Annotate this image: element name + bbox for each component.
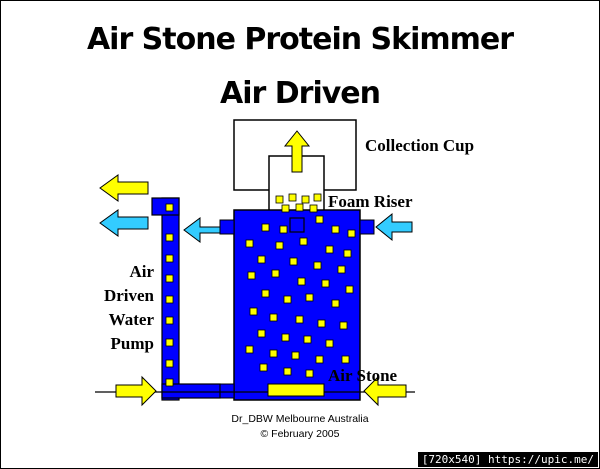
air-stone-label: Air Stone bbox=[328, 366, 398, 385]
bubble bbox=[321, 279, 330, 288]
title-line-1: Air Stone Protein Skimmer bbox=[86, 22, 514, 57]
bubble bbox=[331, 225, 340, 234]
foam-riser-label: Foam Riser bbox=[328, 192, 413, 211]
bubble bbox=[313, 261, 322, 270]
pump-bubbles bbox=[165, 203, 174, 387]
right-inlet-stub bbox=[359, 219, 375, 235]
bubble bbox=[345, 285, 354, 294]
bubble bbox=[305, 369, 314, 378]
bubble bbox=[283, 367, 292, 376]
bubble bbox=[305, 293, 314, 302]
bubble bbox=[339, 321, 348, 330]
bubble bbox=[249, 307, 258, 316]
air-stone-bar bbox=[267, 383, 325, 397]
bubble bbox=[245, 345, 254, 354]
bubble bbox=[283, 295, 292, 304]
collection-cup-label: Collection Cup bbox=[365, 136, 475, 155]
left-return-arrow bbox=[99, 209, 149, 237]
credit-line-2: © February 2005 bbox=[260, 428, 340, 440]
bubble bbox=[247, 271, 256, 280]
bubble bbox=[315, 215, 324, 224]
pump-label-line1: Air bbox=[129, 262, 154, 281]
top-left-out-arrow bbox=[99, 174, 149, 202]
bubble bbox=[269, 313, 278, 322]
body-bubbles bbox=[245, 215, 356, 378]
pump-label-line2: Driven bbox=[103, 286, 154, 305]
bubble bbox=[299, 237, 308, 246]
bubble bbox=[347, 229, 356, 238]
bubble bbox=[297, 277, 306, 286]
bubble bbox=[317, 319, 326, 328]
pump-label-line4: Pump bbox=[110, 334, 154, 353]
credit-line-1: Dr_DBW Melbourne Australia bbox=[231, 413, 369, 425]
bubble bbox=[303, 335, 312, 344]
riser-bubbles bbox=[275, 193, 322, 213]
pump-bottom-pipe bbox=[161, 383, 221, 399]
bubble bbox=[337, 265, 346, 274]
title-line-2: Air Driven bbox=[220, 76, 381, 111]
body-right-inflow-arrow bbox=[375, 212, 413, 242]
bubble bbox=[257, 329, 266, 338]
bubble bbox=[343, 249, 352, 258]
bubble bbox=[281, 333, 290, 342]
left-inlet-stub bbox=[219, 219, 235, 235]
foam-up-arrow bbox=[283, 130, 311, 173]
bubble bbox=[325, 245, 334, 254]
bubble bbox=[271, 269, 280, 278]
bottom-right-inflow-arrow bbox=[363, 375, 407, 407]
bottom-left-inflow-arrow bbox=[115, 375, 157, 407]
bubble bbox=[341, 355, 350, 364]
bubble bbox=[331, 299, 340, 308]
pump-top-elbow bbox=[151, 197, 180, 216]
bubble bbox=[257, 255, 266, 264]
bubble bbox=[291, 351, 300, 360]
bubble bbox=[289, 257, 298, 266]
pump-label-line3: Water bbox=[108, 310, 154, 329]
bubble bbox=[261, 289, 270, 298]
body-left-inflow-arrow bbox=[183, 217, 221, 243]
bubble bbox=[275, 241, 284, 250]
bubble bbox=[269, 349, 278, 358]
bubble bbox=[261, 223, 270, 232]
bubble bbox=[295, 315, 304, 324]
bubble bbox=[325, 339, 334, 348]
bottom-inlet-stub bbox=[219, 383, 235, 399]
riser-inner bbox=[289, 217, 305, 233]
bubble bbox=[259, 363, 268, 372]
bubble bbox=[279, 225, 288, 234]
bubble bbox=[245, 239, 254, 248]
bubble bbox=[315, 355, 324, 364]
watermark: [720x540] https://upic.me/ bbox=[417, 452, 598, 467]
